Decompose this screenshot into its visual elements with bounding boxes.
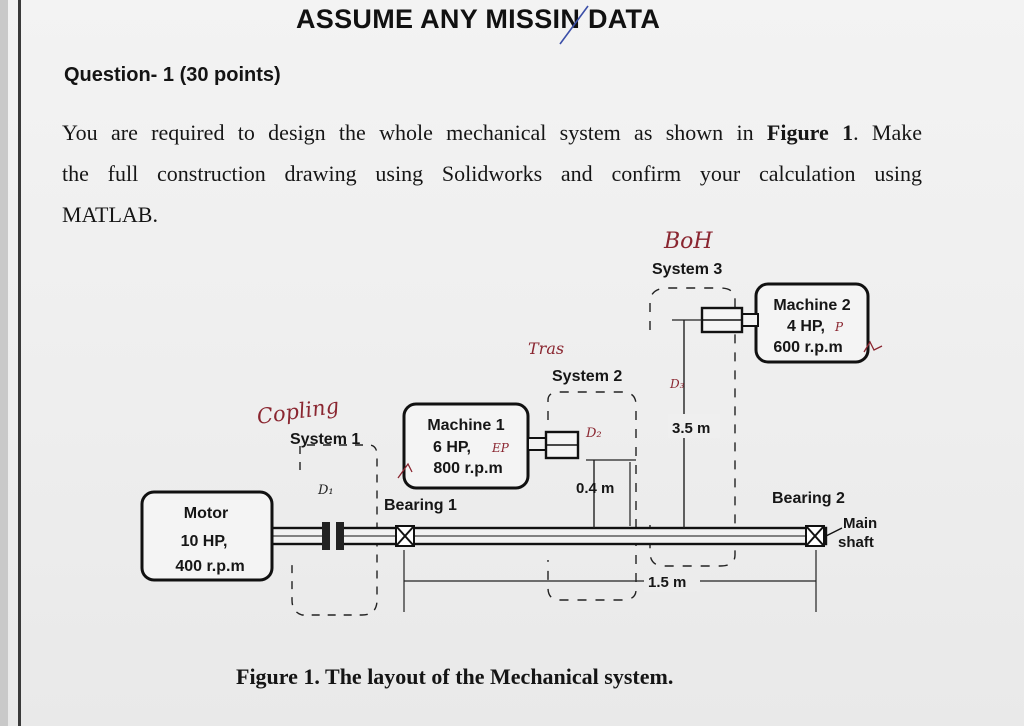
- motor-speed: 400 r.p.m: [175, 558, 244, 575]
- handwritten-n1-mark: [397, 462, 413, 479]
- handwritten-p: P: [834, 320, 844, 334]
- question-line-1: You are required to design the whole mec…: [62, 112, 922, 153]
- page-title: ASSUME ANY MISSIN DATA: [296, 4, 661, 34]
- dim-1.5m-bg: [644, 570, 700, 592]
- coupling-right-hub: [336, 522, 344, 550]
- figure-reference: Figure 1: [766, 120, 854, 145]
- dim-1.5m: 1.5 m: [648, 574, 686, 591]
- system1-label: System 1: [290, 431, 360, 448]
- machine1-power: 6 HP,: [433, 439, 471, 456]
- handwritten-ep: EP: [491, 441, 510, 455]
- question-heading: Question- 1 (30 points): [64, 64, 281, 86]
- bearing1-symbol: [395, 525, 415, 547]
- machine2-speed: 600 r.p.m: [773, 339, 842, 356]
- bearing2-symbol: [805, 525, 825, 547]
- dim-3.5m-bg: [668, 414, 720, 438]
- main-shaft-label-line2: shaft: [838, 534, 874, 551]
- machine1-speed: 800 r.p.m: [433, 460, 502, 477]
- system3-dashed-box: [649, 287, 736, 567]
- question-line-1-pre: You are required to design the whole mec…: [62, 120, 754, 145]
- bearing2-label: Bearing 2: [772, 490, 845, 507]
- question-line-1-post: . Make: [853, 120, 923, 145]
- question-text: You are required to design the whole mec…: [62, 112, 922, 235]
- question-line-3: MATLAB.: [62, 202, 158, 227]
- bearing1-label: Bearing 1: [384, 497, 457, 514]
- handwritten-bh: BoH: [663, 229, 713, 254]
- figure-caption: Figure 1. The layout of the Mechanical s…: [236, 664, 674, 689]
- dim-3.5m: 3.5 m: [672, 420, 710, 437]
- handwritten-d2: D₂: [585, 426, 602, 441]
- title-strike-mark: [559, 5, 589, 45]
- system3-label: System 3: [652, 261, 722, 278]
- main-shaft-label-line1: Main: [843, 515, 877, 532]
- handwritten-trans: Tras: [528, 339, 564, 358]
- machine1-name: Machine 1: [427, 417, 504, 434]
- question-line-2: the full construction drawing using Soli…: [62, 161, 922, 186]
- handwritten-d3: D₃: [669, 377, 685, 391]
- machine2-name: Machine 2: [773, 297, 850, 314]
- handwritten-coupling: Copling: [255, 394, 340, 429]
- motor-box: [140, 490, 274, 582]
- system2-label: System 2: [552, 368, 622, 385]
- dim-0.4m: 0.4 m: [576, 480, 614, 497]
- coupling-left-hub: [322, 522, 330, 550]
- motor-power: 10 HP,: [181, 533, 228, 550]
- main-shaft-leader: [825, 527, 843, 537]
- machine2-power: 4 HP,: [787, 318, 825, 335]
- page-edge-line: [18, 0, 21, 726]
- motor-name: Motor: [184, 505, 228, 522]
- handwritten-n2-mark: [863, 340, 883, 353]
- handwritten-d1: D₁: [317, 483, 334, 498]
